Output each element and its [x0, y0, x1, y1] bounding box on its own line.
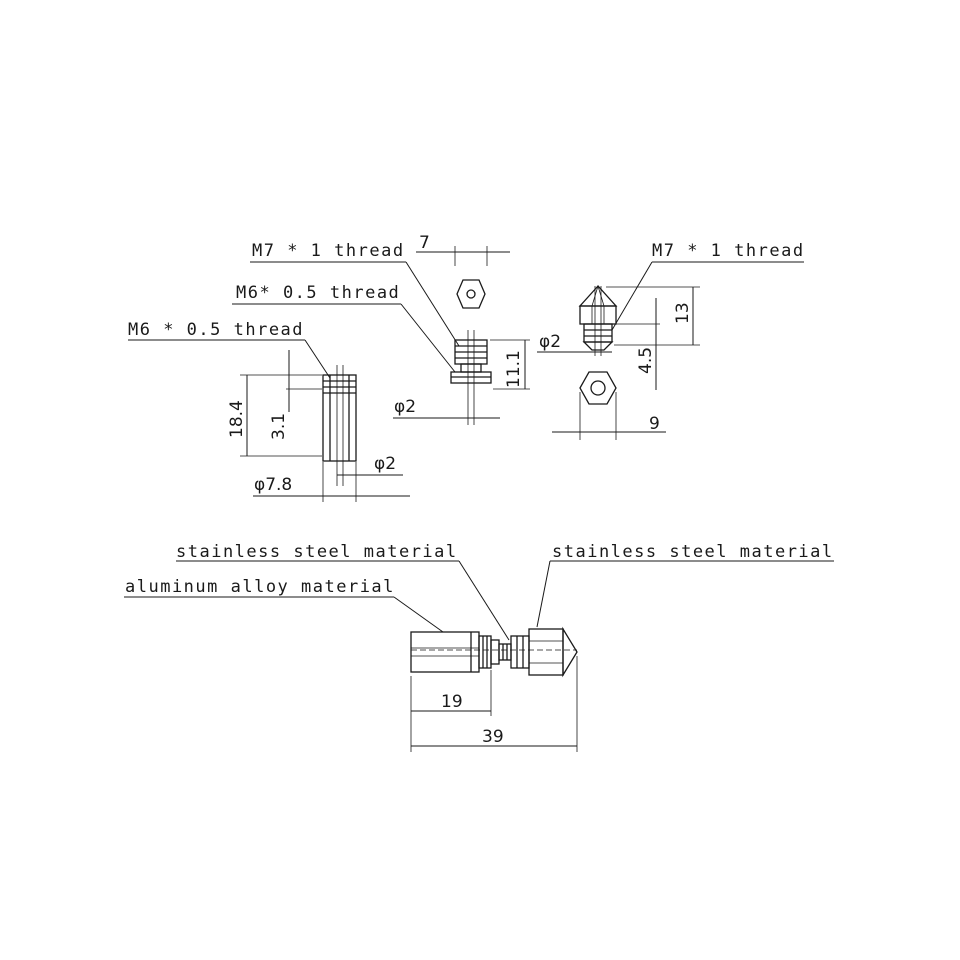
label-stainless-right: stainless steel material — [552, 542, 834, 562]
dim-throat-bore: φ2 — [394, 397, 416, 417]
leader-lines — [124, 261, 834, 641]
dim-nozzle-thread-len: 4.5 — [636, 347, 656, 374]
dim-throat-hex: 7 — [419, 233, 430, 253]
label-stainless-left: stainless steel material — [176, 542, 458, 562]
dim-block-thread-len: 3.1 — [269, 413, 289, 440]
dim-block-bore: φ2 — [374, 454, 396, 474]
dim-nozzle-hex: 9 — [649, 414, 660, 434]
nozzle-part — [537, 285, 700, 440]
dim-assembly-part: 19 — [441, 692, 463, 712]
label-m7-thread-right: M7 * 1 thread — [652, 241, 805, 261]
throat-part — [393, 246, 530, 425]
block-part — [240, 350, 410, 502]
dim-block-height: 18.4 — [227, 400, 247, 438]
label-aluminum: aluminum alloy material — [125, 577, 395, 597]
dim-nozzle-bore: φ2 — [539, 332, 561, 352]
dim-block-diameter: φ7.8 — [254, 475, 292, 495]
label-m6-thread-throat: M6* 0.5 thread — [236, 283, 400, 303]
dim-throat-height: 11.1 — [504, 350, 524, 388]
label-m6-thread-block: M6 * 0.5 thread — [128, 320, 304, 340]
assembly-view — [410, 626, 578, 752]
dim-assembly-total: 39 — [482, 727, 504, 747]
dim-nozzle-height: 13 — [673, 302, 693, 324]
label-m7-thread-left: M7 * 1 thread — [252, 241, 405, 261]
